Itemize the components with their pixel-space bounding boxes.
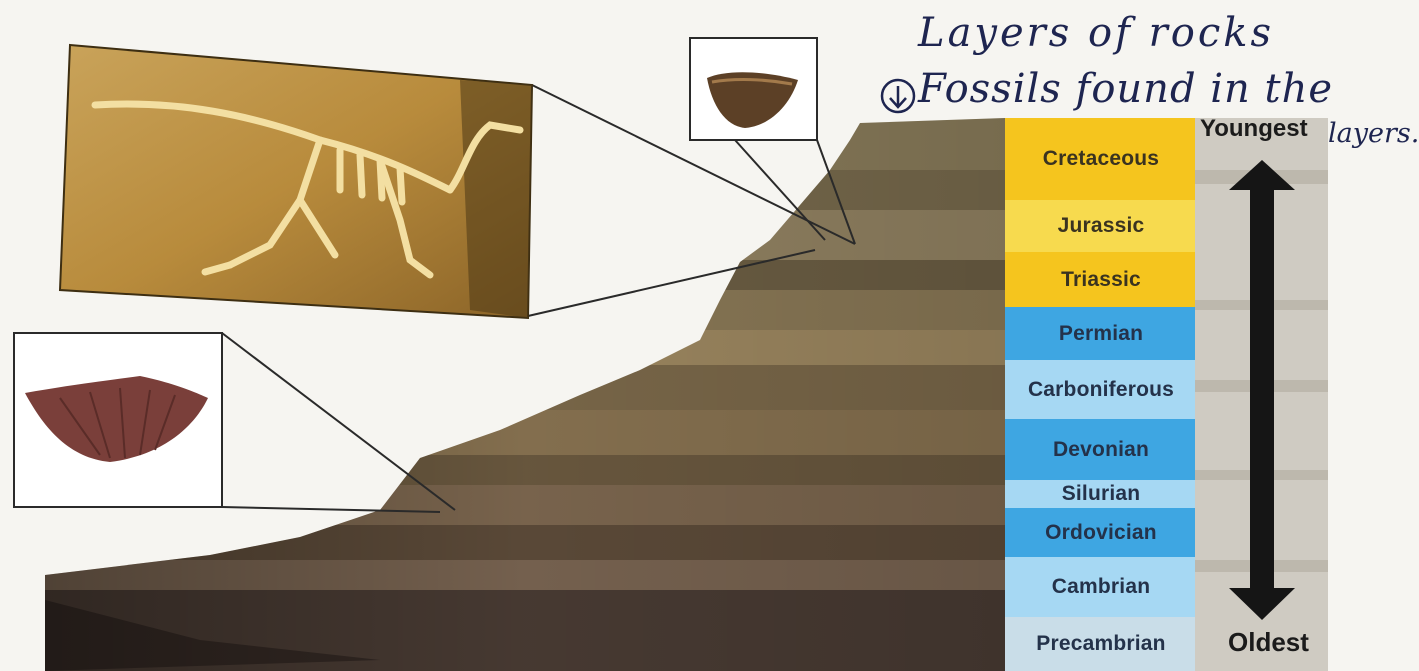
period-label-triassic: Triassic — [1007, 252, 1195, 307]
period-label-precambrian: Precambrian — [1007, 617, 1195, 671]
period-label-carboniferous: Carboniferous — [1007, 360, 1195, 419]
period-label-jurassic: Jurassic — [1007, 200, 1195, 252]
period-label-devonian: Devonian — [1007, 419, 1195, 480]
small-shell-inset — [690, 38, 817, 140]
period-label-silurian: Silurian — [1007, 480, 1195, 508]
period-label-permian: Permian — [1007, 307, 1195, 360]
oldest-label: Oldest — [1228, 627, 1309, 658]
brachiopod-inset — [14, 333, 222, 507]
period-label-cambrian: Cambrian — [1007, 557, 1195, 617]
youngest-label: Youngest — [1200, 115, 1308, 143]
handwritten-note-line3: layers. — [1328, 118, 1419, 149]
handwritten-note-line2: Fossils found in the — [918, 66, 1333, 112]
handwritten-note-line1: Layers of rocks — [918, 10, 1274, 56]
circled-arrow-icon — [882, 80, 914, 112]
period-label-ordovician: Ordovician — [1007, 508, 1195, 557]
dinosaur-fossil-photo — [60, 45, 532, 318]
period-label-cretaceous: Cretaceous — [1007, 118, 1195, 200]
